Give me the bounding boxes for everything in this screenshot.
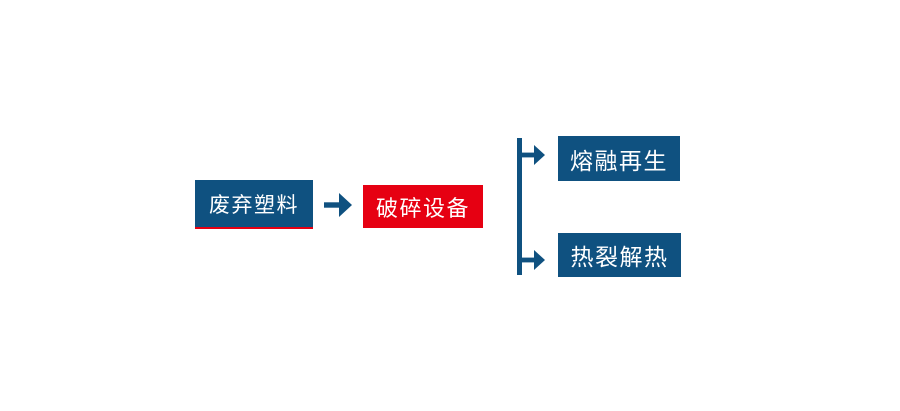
flow-node-pyrolysis-heat: 热裂解热 [558,233,681,277]
branch-line [517,138,522,275]
flow-node-melt-regeneration: 熔融再生 [558,136,680,181]
arrow-right-icon [324,193,352,217]
flow-node-label: 熔融再生 [570,147,668,174]
flow-node-waste-plastic: 废弃塑料 [195,180,313,229]
branch-arrow-top-icon [521,145,545,165]
flow-node-label: 废弃塑料 [209,193,299,217]
flow-node-crushing-equipment: 破碎设备 [363,185,483,228]
flow-node-label: 热裂解热 [570,244,669,270]
flow-node-label: 破碎设备 [375,195,470,221]
branch-arrow-bottom-icon [521,250,545,270]
